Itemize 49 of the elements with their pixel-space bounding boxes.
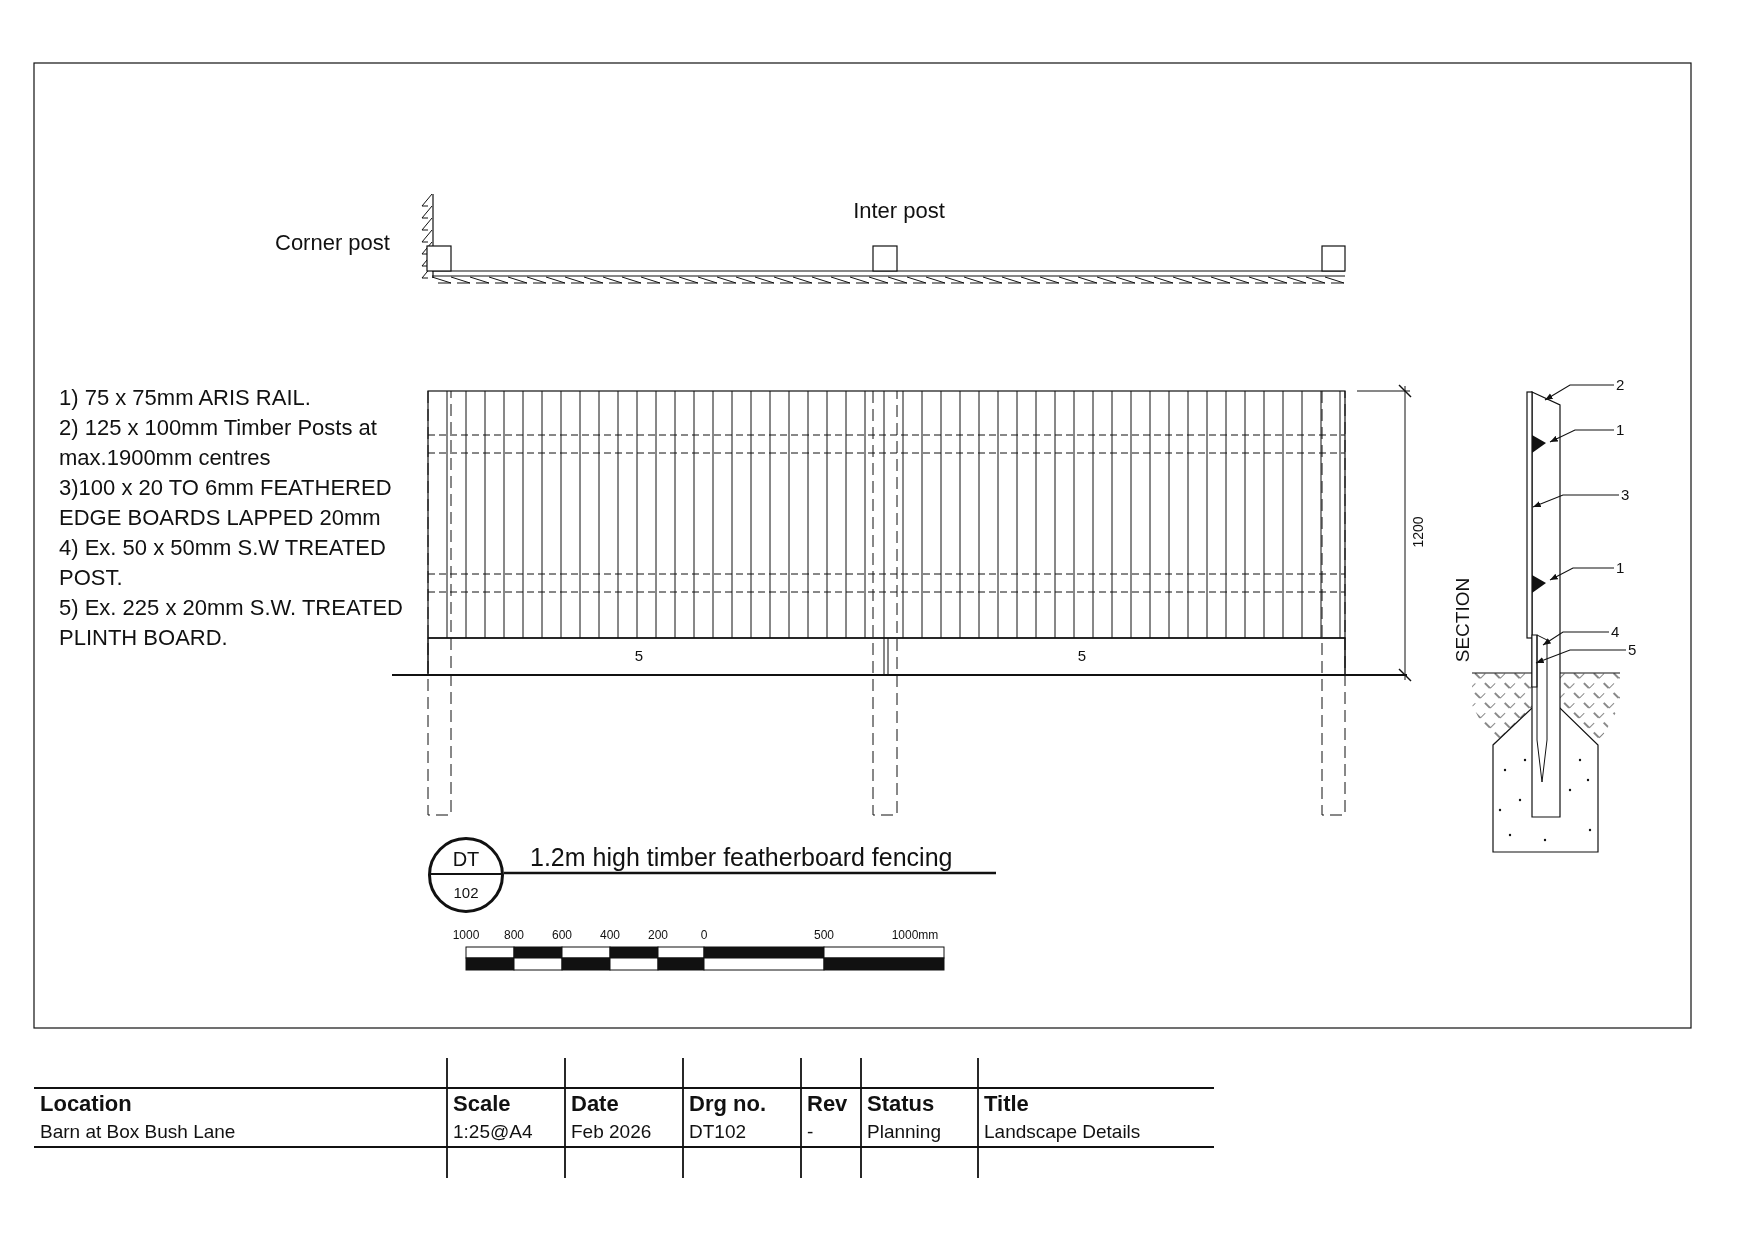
drawing-title: 1.2m high timber featherboard fencing (530, 843, 953, 872)
scale-value: 600 (552, 929, 572, 943)
callout-number: 4 (1611, 624, 1620, 640)
table-value: Barn at Box Bush Lane (40, 1121, 236, 1143)
leader-line (1549, 429, 1615, 443)
dimension-text: 1200 (1409, 516, 1427, 548)
scale-value: 400 (600, 929, 620, 943)
callout-number: 1 (1616, 560, 1625, 576)
scale-value: 1000mm (891, 929, 939, 943)
sheet-number: 102 (452, 884, 480, 901)
table-value: Feb 2026 (571, 1121, 652, 1143)
scale-value: 0 (700, 929, 708, 943)
column-heading: Scale (453, 1091, 511, 1117)
specification-note: 3)100 x 20 TO 6mm FEATHERED EDGE BOARDS LAPPED 20mm (59, 474, 393, 532)
scale-value: 800 (504, 929, 524, 943)
callout-number: 2 (1616, 377, 1625, 393)
callout-number: 3 (1621, 487, 1630, 503)
column-heading: Rev (807, 1091, 848, 1117)
part-number: 5 (634, 647, 644, 665)
column-heading: Drg no. (689, 1091, 766, 1117)
callout-number: 5 (1628, 642, 1637, 658)
leader-line (1549, 567, 1615, 581)
view-label: Inter post (853, 198, 945, 224)
specification-note: 4) Ex. 50 x 50mm S.W TREATED POST. (59, 534, 387, 592)
table-value: Planning (867, 1121, 941, 1143)
specification-note: 5) Ex. 225 x 20mm S.W. TREATED PLINTH BOARD. (59, 594, 404, 652)
column-heading: Location (40, 1091, 132, 1117)
detail-reference-circle (428, 837, 504, 913)
leader-line (1544, 384, 1615, 401)
column-heading: Title (984, 1091, 1029, 1117)
table-value: 1:25@A4 (453, 1121, 533, 1143)
scale-value: 1000 (452, 929, 480, 943)
specification-note: 2) 125 x 100mm Timber Posts at max.1900mm centres (59, 414, 378, 472)
detail-code: DT (451, 848, 481, 871)
specification-note: 1) 75 x 75mm ARIS RAIL. (59, 384, 312, 412)
leader-line (1535, 649, 1627, 664)
scale-value: 500 (814, 929, 834, 943)
table-value: DT102 (689, 1121, 747, 1143)
leader-line (1532, 494, 1620, 508)
part-number: 5 (1077, 647, 1087, 665)
view-label: Corner post (275, 230, 390, 256)
leader-line (1542, 631, 1610, 646)
callout-number: 1 (1616, 422, 1625, 438)
column-heading: Status (867, 1091, 935, 1117)
scale-value: 200 (648, 929, 668, 943)
section-label: SECTION (1452, 577, 1474, 663)
table-value: Landscape Details (984, 1121, 1141, 1143)
column-heading: Date (571, 1091, 619, 1117)
table-value: - (807, 1121, 814, 1143)
